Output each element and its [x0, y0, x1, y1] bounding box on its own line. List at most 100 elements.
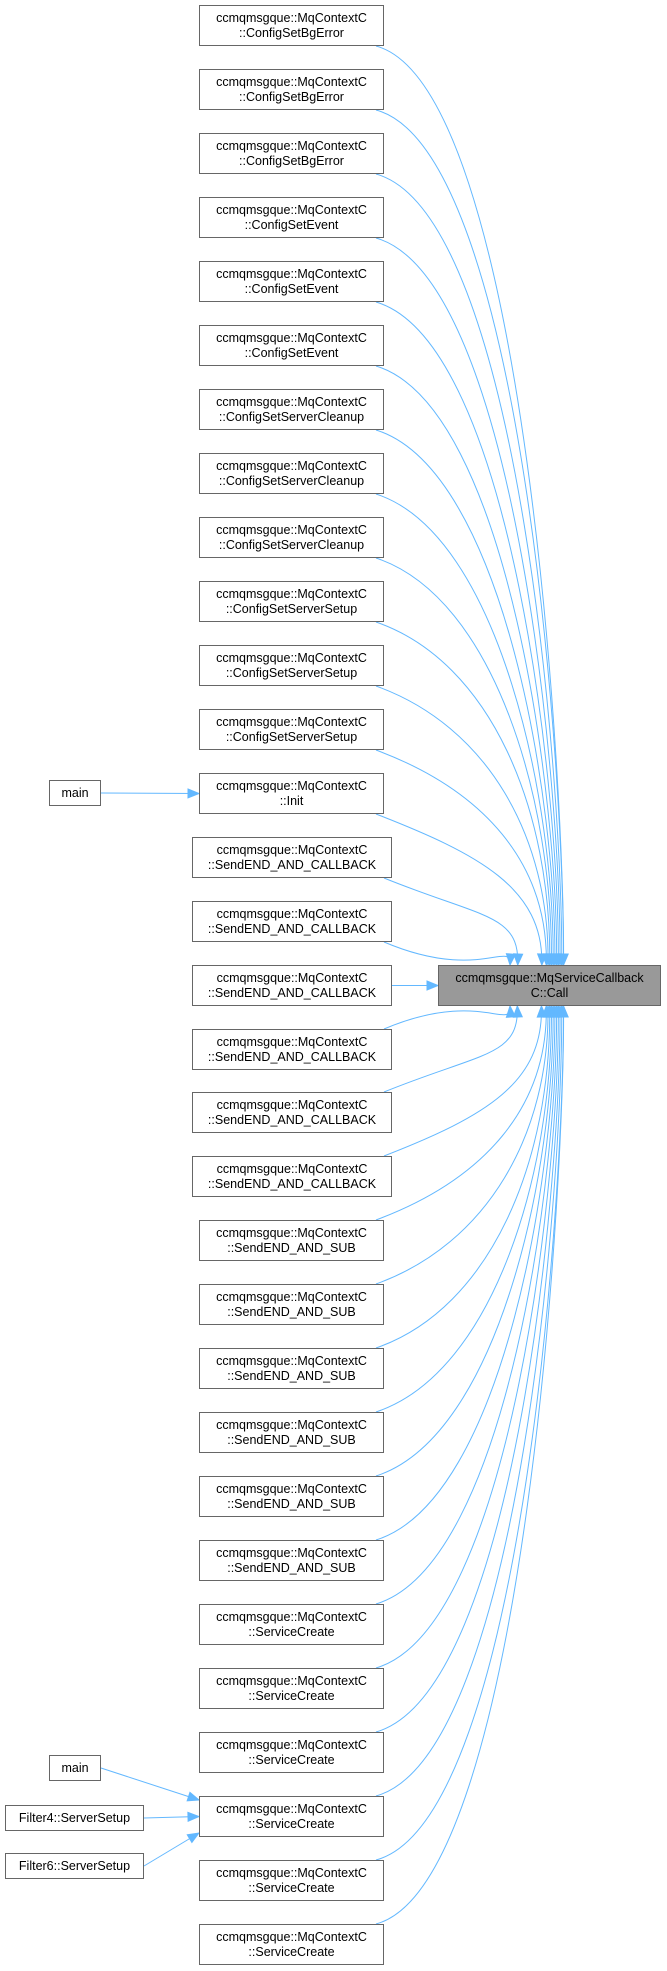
edge-second-1	[100, 1767, 200, 1801]
node-label-line1: ccmqmsgque::MqContextC	[216, 522, 367, 537]
node-label-line2: ::ConfigSetServerSetup	[225, 601, 358, 616]
edge-caller-22	[375, 1005, 552, 1413]
node-label-line1: ccmqmsgque::MqContextC	[216, 202, 367, 217]
caller-node-sendend-and-sub[interactable]: ccmqmsgque::MqContextC::SendEND_AND_SUB	[199, 1540, 384, 1581]
caller-node-servicecreate[interactable]: ccmqmsgque::MqContextC::ServiceCreate	[199, 1604, 384, 1645]
caller2-node-main[interactable]: main	[49, 780, 101, 806]
caller-node-configsetservercleanup[interactable]: ccmqmsgque::MqContextC::ConfigSetServerC…	[199, 453, 384, 494]
edge-caller-16	[383, 1005, 511, 1030]
node-label-line2: ::ConfigSetEvent	[244, 281, 339, 296]
node-label-line1: ccmqmsgque::MqContextC	[216, 10, 367, 25]
node-label-line1: ccmqmsgque::MqContextC	[216, 1929, 367, 1944]
edge-caller-2	[375, 173, 563, 966]
edge-caller-12	[375, 813, 543, 966]
node-label-line1: ccmqmsgque::MqContextC	[216, 1737, 367, 1752]
node-label-line1: ccmqmsgque::MqContextC	[216, 1481, 367, 1496]
node-label-label: main	[61, 785, 89, 800]
caller-node-servicecreate[interactable]: ccmqmsgque::MqContextC::ServiceCreate	[199, 1924, 384, 1965]
node-label-line2: ::SendEND_AND_SUB	[227, 1560, 356, 1575]
edge-caller-10	[375, 685, 549, 966]
node-label-line2: ::SendEND_AND_CALLBACK	[207, 1112, 377, 1127]
node-label-line2: ::SendEND_AND_CALLBACK	[207, 985, 377, 1000]
node-label-line2: C::Call	[530, 985, 569, 1000]
caller-node-configsetservercleanup[interactable]: ccmqmsgque::MqContextC::ConfigSetServerC…	[199, 517, 384, 558]
edge-second-0	[100, 792, 200, 794]
caller-node-sendend-and-callback[interactable]: ccmqmsgque::MqContextC::SendEND_AND_CALL…	[192, 965, 392, 1006]
node-label-line1: ccmqmsgque::MqContextC	[216, 458, 367, 473]
caller-node-configsetevent[interactable]: ccmqmsgque::MqContextC::ConfigSetEvent	[199, 197, 384, 238]
caller-node-configsetserversetup[interactable]: ccmqmsgque::MqContextC::ConfigSetServerS…	[199, 645, 384, 686]
edge-caller-17	[383, 1005, 518, 1093]
caller2-node-main[interactable]: main	[49, 1755, 101, 1781]
edge-caller-17-arrowhead	[512, 1004, 524, 1018]
caller-node-servicecreate[interactable]: ccmqmsgque::MqContextC::ServiceCreate	[199, 1860, 384, 1901]
edge-caller-28	[375, 1005, 563, 1797]
node-label-line2: ::SendEND_AND_SUB	[227, 1432, 356, 1447]
node-label-line1: ccmqmsgque::MqContextC	[216, 714, 367, 729]
edge-second-0-arrowhead	[187, 788, 201, 799]
caller-node-configsetbgerror[interactable]: ccmqmsgque::MqContextC::ConfigSetBgError	[199, 133, 384, 174]
caller-node-servicecreate[interactable]: ccmqmsgque::MqContextC::ServiceCreate	[199, 1732, 384, 1773]
caller-node-sendend-and-callback[interactable]: ccmqmsgque::MqContextC::SendEND_AND_CALL…	[192, 1156, 392, 1197]
caller-node-sendend-and-sub[interactable]: ccmqmsgque::MqContextC::SendEND_AND_SUB	[199, 1348, 384, 1389]
node-label-line2: ::SendEND_AND_SUB	[227, 1368, 356, 1383]
edge-caller-7	[375, 493, 554, 966]
node-label-line1: ccmqmsgque::MqContextC	[216, 1545, 367, 1560]
node-label-line1: ccmqmsgque::MqContextC	[216, 1225, 367, 1240]
caller-node-configsetservercleanup[interactable]: ccmqmsgque::MqContextC::ConfigSetServerC…	[199, 389, 384, 430]
caller-node-configsetevent[interactable]: ccmqmsgque::MqContextC::ConfigSetEvent	[199, 325, 384, 366]
caller2-node-filter4serversetup[interactable]: Filter4::ServerSetup	[5, 1805, 144, 1831]
node-label-line2: ::SendEND_AND_SUB	[227, 1304, 356, 1319]
edge-caller-3	[375, 237, 561, 966]
node-label-line1: ccmqmsgque::MqContextC	[216, 906, 368, 921]
caller-node-servicecreate[interactable]: ccmqmsgque::MqContextC::ServiceCreate	[199, 1796, 384, 1837]
node-label-line1: ccmqmsgque::MqContextC	[216, 266, 367, 281]
edge-caller-14	[383, 941, 511, 966]
caller-node-configsetbgerror[interactable]: ccmqmsgque::MqContextC::ConfigSetBgError	[199, 69, 384, 110]
edge-caller-25	[375, 1005, 558, 1605]
edge-caller-23	[375, 1005, 554, 1477]
node-label-line1: ccmqmsgque::MqContextC	[216, 778, 367, 793]
edge-second-3-arrowhead	[186, 1832, 201, 1844]
caller-node-configsetevent[interactable]: ccmqmsgque::MqContextC::ConfigSetEvent	[199, 261, 384, 302]
node-label-line1: ccmqmsgque::MqContextC	[216, 1034, 368, 1049]
edge-caller-8	[375, 557, 552, 966]
caller-node-sendend-and-callback[interactable]: ccmqmsgque::MqContextC::SendEND_AND_CALL…	[192, 837, 392, 878]
caller-node-sendend-and-sub[interactable]: ccmqmsgque::MqContextC::SendEND_AND_SUB	[199, 1220, 384, 1261]
caller-node-sendend-and-callback[interactable]: ccmqmsgque::MqContextC::SendEND_AND_CALL…	[192, 1029, 392, 1070]
caller-node-sendend-and-sub[interactable]: ccmqmsgque::MqContextC::SendEND_AND_SUB	[199, 1284, 384, 1325]
edge-caller-9	[375, 621, 551, 966]
node-label-line1: ccmqmsgque::MqContextC	[216, 138, 367, 153]
caller-node-sendend-and-callback[interactable]: ccmqmsgque::MqContextC::SendEND_AND_CALL…	[192, 901, 392, 942]
caller-node-init[interactable]: ccmqmsgque::MqContextC::Init	[199, 773, 384, 814]
node-label-line2: ::ConfigSetServerSetup	[225, 665, 358, 680]
node-label-line1: ccmqmsgque::MqContextC	[216, 394, 367, 409]
caller-node-configsetserversetup[interactable]: ccmqmsgque::MqContextC::ConfigSetServerS…	[199, 709, 384, 750]
caller-node-sendend-and-callback[interactable]: ccmqmsgque::MqContextC::SendEND_AND_CALL…	[192, 1092, 392, 1133]
edge-caller-24	[375, 1005, 556, 1541]
caller-node-configsetserversetup[interactable]: ccmqmsgque::MqContextC::ConfigSetServerS…	[199, 581, 384, 622]
caller-node-configsetbgerror[interactable]: ccmqmsgque::MqContextC::ConfigSetBgError	[199, 5, 384, 46]
edge-second-1-arrowhead	[186, 1791, 201, 1802]
node-label-line2: ::ConfigSetServerCleanup	[218, 409, 365, 424]
caller-node-sendend-and-sub[interactable]: ccmqmsgque::MqContextC::SendEND_AND_SUB	[199, 1412, 384, 1453]
edge-caller-20	[375, 1005, 549, 1285]
node-label-line2: ::ServiceCreate	[248, 1816, 335, 1831]
node-label-line2: ::ConfigSetBgError	[239, 89, 344, 104]
caller-node-sendend-and-sub[interactable]: ccmqmsgque::MqContextC::SendEND_AND_SUB	[199, 1476, 384, 1517]
node-label-line1: ccmqmsgque::MqContextC	[216, 650, 367, 665]
edge-caller-16-arrowhead	[505, 1004, 517, 1018]
node-label-line2: ::Init	[279, 793, 304, 808]
caller2-node-filter6serversetup[interactable]: Filter6::ServerSetup	[5, 1853, 144, 1879]
edge-caller-11	[375, 749, 547, 966]
edge-caller-30-arrowhead	[558, 1004, 569, 1018]
node-label-line2: ::ServiceCreate	[248, 1880, 335, 1895]
node-label-line2: ::SendEND_AND_CALLBACK	[207, 857, 377, 872]
caller-node-servicecreate[interactable]: ccmqmsgque::MqContextC::ServiceCreate	[199, 1668, 384, 1709]
node-label-line1: ccmqmsgque::MqContextC	[216, 1609, 367, 1624]
node-label-line2: ::SendEND_AND_SUB	[227, 1496, 356, 1511]
node-label-line2: ::ConfigSetServerCleanup	[218, 537, 365, 552]
edge-caller-27	[375, 1005, 561, 1733]
